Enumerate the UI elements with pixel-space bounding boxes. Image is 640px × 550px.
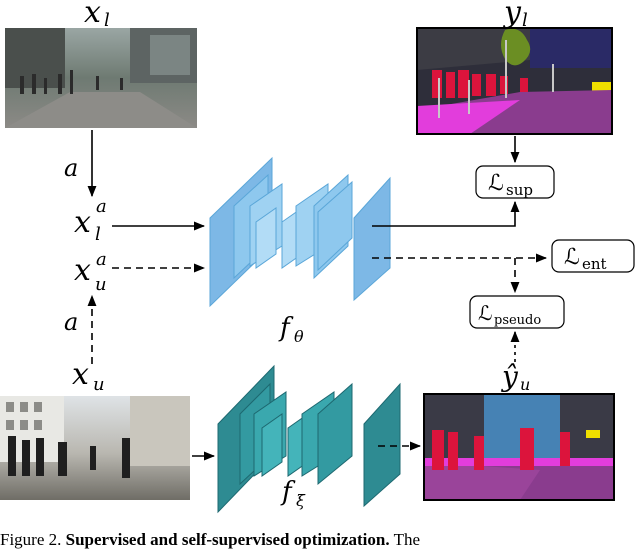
x-u-label: x u	[72, 357, 105, 395]
svg-text:x: x	[74, 253, 91, 288]
svg-text:x: x	[84, 0, 101, 30]
svg-text:f: f	[280, 477, 296, 507]
loss-sup-box: ℒ sup	[475, 165, 555, 199]
y-hat-label: ŷ u	[500, 360, 530, 394]
caption-title: Supervised and self-supervised optimizat…	[65, 530, 390, 549]
svg-text:a: a	[64, 308, 78, 336]
y-l-label: y l	[502, 0, 528, 31]
unlabeled-input-image	[0, 396, 190, 500]
caption-prefix: Figure 2.	[0, 530, 62, 549]
svg-text:ℒ: ℒ	[564, 245, 580, 270]
pseudo-label-map	[423, 393, 615, 501]
svg-text:l: l	[522, 10, 528, 31]
svg-text:u: u	[520, 375, 530, 394]
x-l-augmented-label: x a l	[74, 196, 107, 245]
caption-suffix: The	[393, 530, 421, 549]
svg-text:f: f	[278, 313, 294, 343]
svg-text:x: x	[72, 357, 89, 392]
teacher-network	[217, 364, 401, 514]
labeled-input-image	[5, 28, 197, 128]
loss-pseudo-box: ℒ pseudo	[469, 295, 565, 329]
f-xi-label: f ξ	[280, 477, 306, 510]
svg-text:ξ: ξ	[296, 491, 306, 510]
svg-text:u: u	[95, 274, 107, 295]
svg-text:x: x	[74, 205, 91, 240]
svg-text:ent: ent	[582, 255, 607, 273]
svg-text:y: y	[502, 0, 522, 30]
svg-text:a: a	[64, 154, 78, 182]
loss-ent-box: ℒ ent	[551, 239, 635, 273]
svg-text:a: a	[96, 196, 107, 217]
svg-text:sup: sup	[506, 181, 533, 199]
augmentation-label-top: a	[64, 154, 78, 182]
svg-text:l: l	[95, 224, 101, 245]
arrows	[87, 130, 548, 461]
figure-caption: Figure 2. Supervised and self-supervised…	[0, 530, 640, 550]
x-u-augmented-label: x a u	[74, 249, 107, 295]
svg-text:ℒ: ℒ	[488, 171, 504, 196]
svg-text:ŷ: ŷ	[500, 360, 519, 393]
svg-text:θ: θ	[294, 327, 304, 346]
labeled-segmentation-map	[416, 27, 613, 135]
svg-text:u: u	[93, 374, 105, 395]
svg-text:ℒ: ℒ	[478, 301, 492, 325]
f-theta-label: f θ	[278, 313, 304, 346]
svg-text:l: l	[104, 10, 110, 31]
svg-text:a: a	[96, 249, 107, 270]
student-network	[209, 156, 391, 308]
x-l-label: x l	[84, 0, 110, 31]
augmentation-label-bottom: a	[64, 308, 78, 336]
svg-text:pseudo: pseudo	[494, 313, 541, 328]
